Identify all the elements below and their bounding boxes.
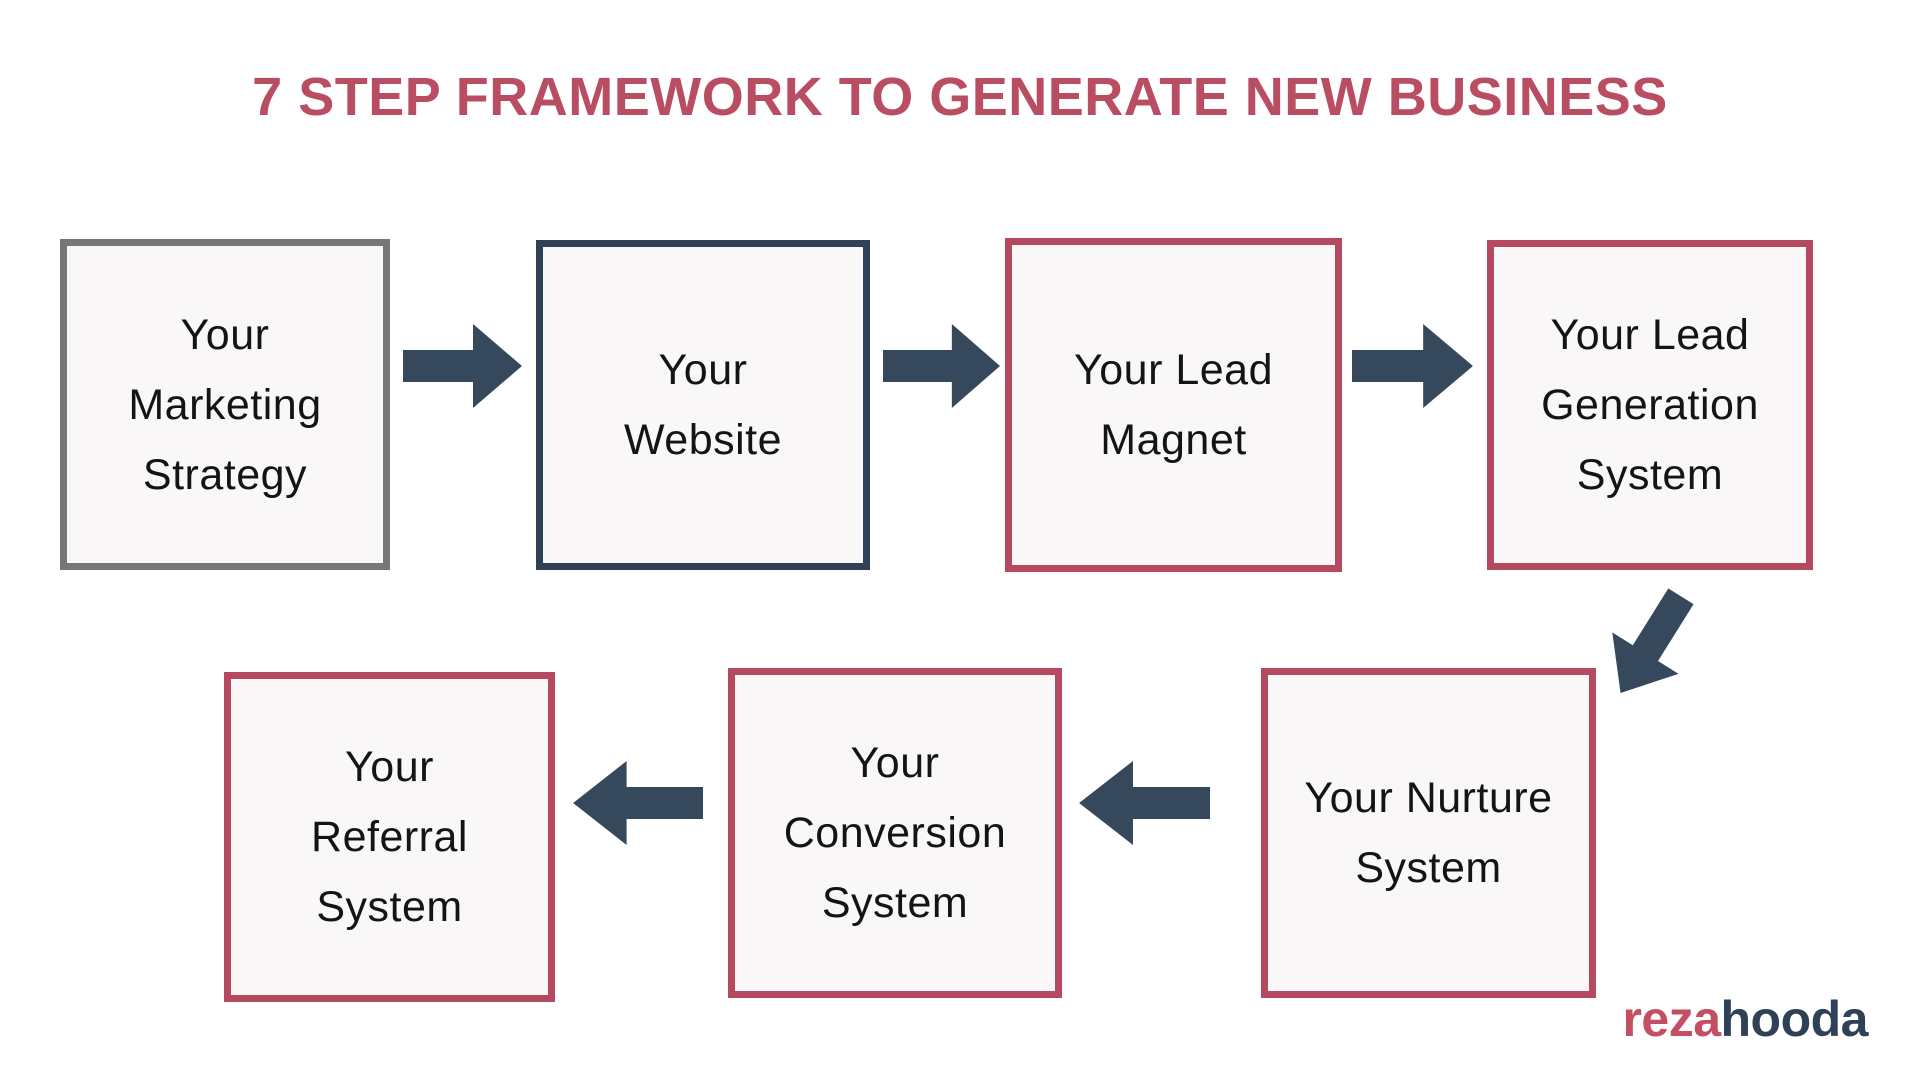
step-box-marketing-strategy: Your Marketing Strategy [60, 239, 390, 570]
step-label-marketing-strategy: Your Marketing Strategy [128, 310, 322, 499]
diagram-title: 7 STEP FRAMEWORK TO GENERATE NEW BUSINES… [252, 67, 1668, 127]
flow-arrow-left-icon [1078, 760, 1210, 846]
flow-arrow-right-icon [403, 323, 523, 409]
step-box-lead-magnet: Your Lead Magnet [1005, 238, 1342, 572]
flow-arrow-right-icon [1352, 323, 1474, 409]
flow-arrow-left-icon [572, 760, 703, 846]
step-label-website: Your Website [623, 346, 783, 464]
step-label-conversion-system: Your Conversion System [783, 739, 1007, 927]
brand-logo: rezahooda [1622, 994, 1868, 1044]
step-box-conversion-system: Your Conversion System [728, 668, 1062, 998]
brand-logo-reza: reza [1622, 991, 1721, 1047]
step-box-website: Your Website [536, 240, 870, 570]
brand-logo-hooda: hooda [1720, 991, 1869, 1047]
step-label-referral-system: Your Referral System [311, 743, 468, 931]
flow-arrow-right-icon [883, 323, 1001, 409]
step-box-lead-generation-system: Your Lead Generation System [1487, 240, 1813, 570]
step-label-nurture-system: Your Nurture System [1304, 774, 1553, 892]
step-label-lead-generation-system: Your Lead Generation System [1541, 311, 1759, 499]
step-label-lead-magnet: Your Lead Magnet [1074, 346, 1273, 464]
flow-arrow-down-left-icon [1586, 575, 1715, 715]
step-box-nurture-system: Your Nurture System [1261, 668, 1596, 998]
step-box-referral-system: Your Referral System [224, 672, 555, 1002]
